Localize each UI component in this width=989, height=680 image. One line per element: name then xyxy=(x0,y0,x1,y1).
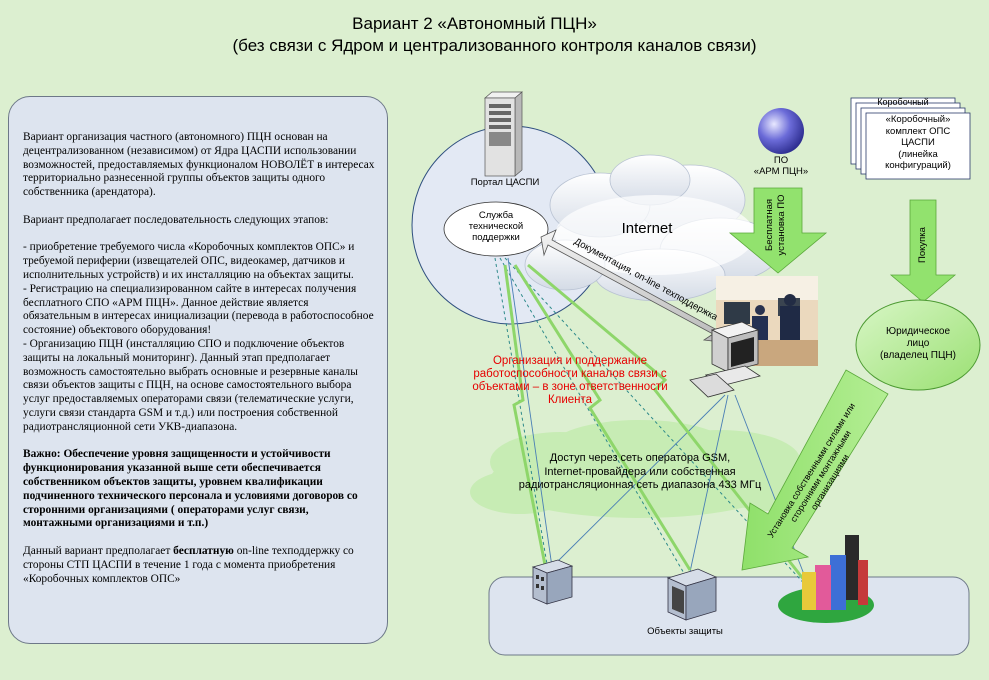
access-network-line: Доступ через сеть оператора GSM, xyxy=(549,452,731,464)
client-responsibility-note: Организация и поддержание работоспособно… xyxy=(470,355,670,407)
box-kit-label-line: «Коробочный» xyxy=(885,114,951,125)
portal-label: Портал ЦАСПИ xyxy=(470,177,540,188)
description-paragraph: Данный вариант предполагает бесплатную o… xyxy=(23,545,375,586)
support-label-line: поддержки xyxy=(472,232,520,243)
box-kit-stack xyxy=(850,97,971,180)
title-line-2: (без связи с Ядром и централизованного к… xyxy=(232,36,757,55)
po-sphere-icon xyxy=(758,108,804,154)
legal-entity-circle xyxy=(855,299,981,391)
client-responsibility-line: объектами – в зоне ответственности xyxy=(472,381,668,393)
box-kit-label-line: (линейка xyxy=(898,148,938,160)
description-paragraph: Вариант организация частного (автономног… xyxy=(23,131,375,199)
dashed-links xyxy=(494,257,811,591)
support-label-line: технической xyxy=(468,221,524,232)
box-kit-label-line: ЦАСПИ xyxy=(901,137,935,148)
box-kit-label-line: конфигураций) xyxy=(885,160,951,171)
po-label-line: ПО xyxy=(773,155,789,166)
client-responsibility-line: Организация и поддержание xyxy=(492,355,647,367)
legal-entity-label-line: лицо xyxy=(906,338,930,349)
description-text: on-line техподдержку со стороны СТП ЦАСП… xyxy=(23,544,354,585)
radio-network-cloud xyxy=(470,420,825,518)
access-network-line: радиотрансляционная сеть диапазона 433 М… xyxy=(518,479,762,491)
description-panel: Вариант организация частного (автономног… xyxy=(8,96,388,644)
box-kit-label-line: комплект ОПС xyxy=(885,125,951,137)
purchase-arrow xyxy=(889,199,957,303)
description-paragraph: - Регистрацию на специализированном сайт… xyxy=(23,282,374,337)
description-paragraph: Важно: Обеспечение уровня защищенности и… xyxy=(23,448,358,530)
access-network-label: Доступ через сеть оператора GSM, Interne… xyxy=(490,452,790,493)
po-label-line: «АРМ ПЦН» xyxy=(753,166,809,177)
access-network-line: Internet-провайдера или собственная xyxy=(544,465,736,478)
description-paragraph: Вариант предполагает последовательность … xyxy=(23,213,329,226)
support-label-line: Служба xyxy=(478,210,514,221)
free-install-label-line: установка ПО xyxy=(776,194,787,256)
support-ellipse xyxy=(443,201,549,257)
city-buildings-icon xyxy=(778,535,874,623)
client-responsibility-line: работоспособности каналов связи с xyxy=(473,368,667,380)
free-install-label: Бесплатная установка ПО xyxy=(764,185,788,265)
legal-entity-label: Юридическое лицо (владелец ПЦН) xyxy=(870,326,966,362)
purchase-label: Покупка xyxy=(917,227,928,263)
free-install-label-line: Бесплатная xyxy=(764,198,775,252)
building-2-icon xyxy=(666,568,718,621)
objects-label: Объекты защиты xyxy=(647,626,723,637)
description-text: Данный вариант предполагает xyxy=(23,544,174,557)
support-label: Служба технической поддержки xyxy=(452,210,540,243)
description-bold: бесплатную xyxy=(173,544,234,557)
po-label: ПО «АРМ ПЦН» xyxy=(745,155,817,177)
box-kit-label: «Коробочный» комплект ОПС ЦАСПИ (линейка… xyxy=(866,114,970,172)
free-install-arrow xyxy=(728,187,828,274)
internet-label: Internet xyxy=(621,220,673,237)
lightning-links xyxy=(503,263,810,586)
legal-entity-label-line: Юридическое xyxy=(885,326,951,337)
title-line-1: Вариант 2 «Автономный ПЦН» xyxy=(352,14,597,33)
description-paragraph: - приобретение требуемого числа «Коробоч… xyxy=(23,241,355,281)
building-1-icon xyxy=(531,559,574,605)
workstation-computer-icon xyxy=(689,321,761,398)
description-paragraph: - Организацию ПЦН (инсталляцию СПО и под… xyxy=(23,337,358,433)
client-responsibility-line: Клиента xyxy=(547,394,593,406)
box-back-label: Коробочный xyxy=(877,97,929,107)
legal-entity-label-line: (владелец ПЦН) xyxy=(880,350,956,361)
install-arrow xyxy=(741,369,889,571)
server-icon xyxy=(484,91,523,177)
